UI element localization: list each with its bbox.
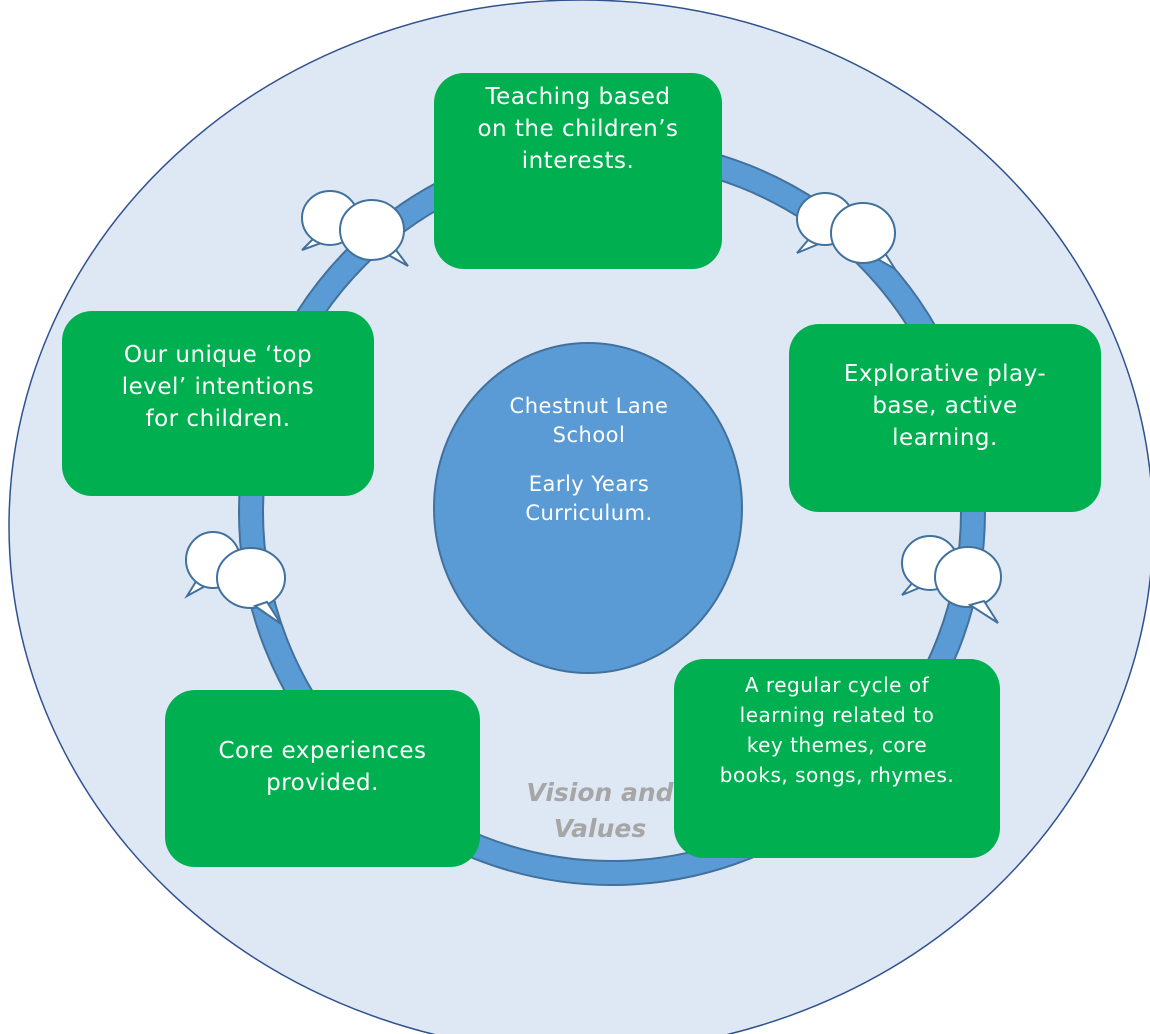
box-text-line: Explorative play- [843, 361, 1047, 387]
vision-values-label: Vision and Values [480, 775, 720, 847]
box-regular-cycle: A regular cycle of learning related to k… [674, 659, 1000, 858]
center-subtitle-line: Early Years [528, 472, 650, 496]
box-text-line: books, songs, rhymes. [719, 763, 955, 787]
speech-bubbles-icon [184, 531, 286, 625]
box-text-line: level’ intentions [121, 374, 315, 400]
center-subtitle-line: Curriculum. [525, 501, 653, 525]
box-text-line: interests. [521, 148, 635, 174]
center-title: Chestnut Lane School Early Years Curricu… [434, 392, 744, 528]
box-text-line: Teaching based [485, 84, 671, 110]
box-text-line: learning. [892, 425, 998, 451]
box-text-line: Our unique ‘top [123, 342, 313, 368]
box-core-experiences: Core experiences provided. [165, 690, 480, 867]
box-text-line: Core experiences [218, 738, 427, 764]
center-title-line: School [552, 423, 626, 447]
box-text-line: key themes, core [746, 733, 928, 757]
center-title-line: Chestnut Lane [509, 394, 669, 418]
box-text-line: learning related to [739, 703, 935, 727]
speech-bubbles-icon [796, 192, 896, 270]
box-teaching-interests: Teaching based on the children’s interes… [434, 73, 722, 269]
box-text-line: on the children’s [477, 116, 679, 142]
box-explorative-play: Explorative play- base, active learning. [789, 324, 1101, 512]
speech-bubbles-icon [301, 190, 409, 267]
box-top-level-intentions: Our unique ‘top level’ intentions for ch… [62, 311, 374, 496]
vision-label-line: Values [553, 814, 647, 843]
box-text-line: base, active [872, 393, 1018, 419]
center-circle [433, 342, 743, 674]
box-text-line: provided. [266, 770, 379, 796]
speech-bubbles-icon [901, 535, 1002, 624]
box-text-line: A regular cycle of [744, 673, 930, 697]
vision-label-line: Vision and [526, 778, 674, 807]
box-text-line: for children. [145, 406, 291, 432]
